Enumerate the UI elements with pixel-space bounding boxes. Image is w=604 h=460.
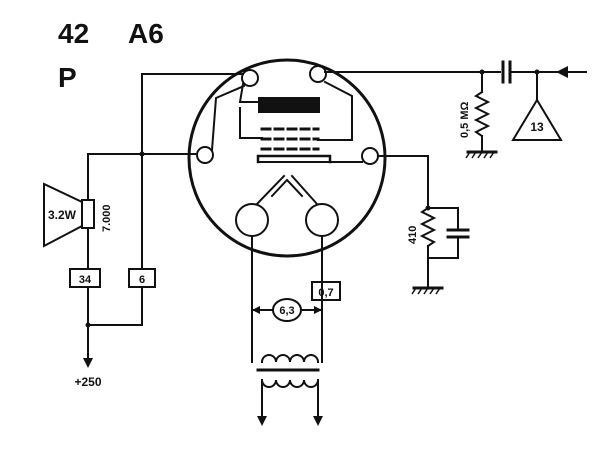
- junction-supply: [85, 322, 91, 328]
- tube-code-number: 42: [58, 18, 90, 49]
- secondary-arrow-right-icon: [313, 416, 323, 426]
- heater-lead-left: [255, 174, 286, 206]
- transformer-secondary: [260, 378, 320, 388]
- speaker-cone: [43, 182, 83, 248]
- heater-voltage-ellipse: [272, 298, 302, 322]
- suppressor-lead: [239, 107, 263, 139]
- pin-right: [361, 147, 379, 165]
- pin-top-left: [241, 69, 259, 87]
- junction-cathode: [425, 205, 431, 211]
- input-stage-triangle: [511, 98, 563, 141]
- grid1-lead: [317, 80, 353, 141]
- ground-hatch-1: [465, 151, 495, 159]
- heater-pin-right: [305, 203, 339, 237]
- input-arrow-icon: [556, 66, 568, 78]
- anode-lead: [238, 82, 259, 103]
- tube-envelope: [187, 58, 387, 258]
- junction-screen: [139, 151, 145, 157]
- cathode-line: [377, 155, 429, 209]
- heater-pin-left: [235, 203, 269, 237]
- cathode-resistor: [419, 206, 437, 248]
- screen-supply-line: [141, 73, 244, 269]
- heater-current-box: [311, 281, 341, 301]
- ground-hatch-2: [411, 287, 441, 295]
- pin-left: [196, 146, 214, 164]
- junction-input: [534, 69, 540, 75]
- heater-arrow-left-icon: [252, 306, 260, 314]
- speaker-impedance-label: 7.000: [101, 204, 113, 232]
- screen-lead: [210, 84, 246, 152]
- speaker-power-label: 3.2W: [48, 208, 77, 222]
- heater-voltage-label: 6,3: [279, 305, 294, 317]
- tube-code-type: A6: [128, 18, 164, 49]
- screen-to-bus: [87, 286, 143, 326]
- bypass-cap-bottom: [427, 237, 459, 259]
- supply-arrow-icon: [83, 358, 93, 368]
- secondary-arrow-left-icon: [257, 416, 267, 426]
- plate-line: [87, 153, 197, 201]
- heater-current-label: 0,7: [318, 287, 333, 299]
- grid-resistor: [473, 90, 491, 138]
- grid-resistor-label: 0,5 MΩ: [459, 101, 471, 138]
- terminal-screen-label: 6: [139, 274, 145, 286]
- anode-plate: [258, 97, 320, 113]
- transformer-primary: [260, 354, 320, 364]
- heater-arrow-right-icon: [314, 306, 322, 314]
- heater-lead-right: [290, 174, 319, 206]
- speaker-coil: [81, 199, 95, 229]
- filament: [270, 178, 304, 198]
- terminal-box-plate: [69, 268, 101, 288]
- supply-label: +250: [74, 375, 101, 389]
- input-stage-label: 13: [530, 120, 544, 134]
- cathode: [256, 154, 332, 164]
- junction-grid-resistor: [479, 69, 485, 75]
- bypass-cap-top: [427, 207, 459, 229]
- cathode-resistor-label: 410: [407, 226, 419, 244]
- pin-top-right: [309, 65, 327, 83]
- tube-code-letter: P: [58, 62, 77, 93]
- terminal-plate-label: 34: [79, 274, 92, 286]
